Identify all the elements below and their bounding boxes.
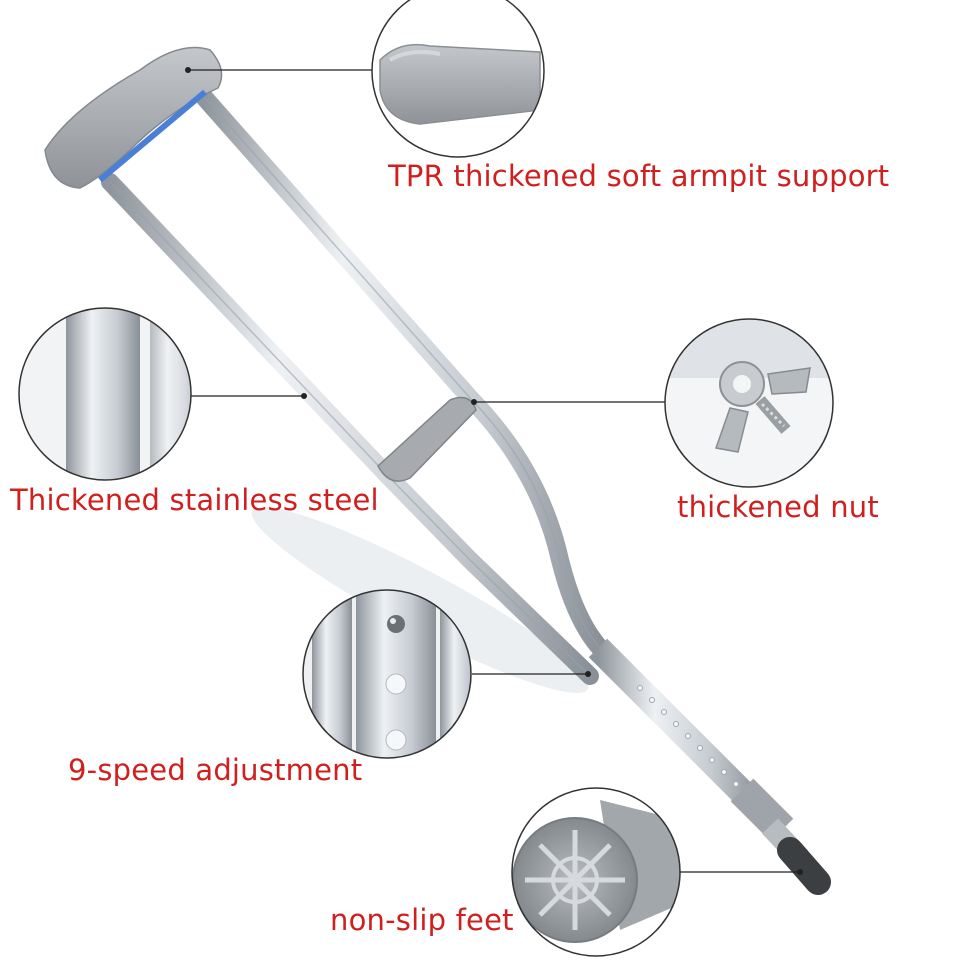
rubber-tip xyxy=(777,837,831,895)
zoom-nut-ring xyxy=(664,318,834,488)
zoom-stainless-steel xyxy=(19,308,191,480)
hand-grip-main xyxy=(377,396,477,482)
zoom-adjust-ring xyxy=(302,589,472,759)
label-thickened-nut: thickened nut xyxy=(677,490,879,524)
leader-lines xyxy=(190,69,800,873)
leader-dots xyxy=(185,67,803,875)
crutch-body xyxy=(44,46,831,895)
zoom-thickened-nut xyxy=(665,319,833,487)
zoom-steel-ring xyxy=(18,307,192,481)
zoom-armpit-support xyxy=(372,0,544,157)
label-non-slip-feet: non-slip feet xyxy=(330,903,514,937)
adjustment-holes xyxy=(637,685,739,787)
zoom-feet-ring xyxy=(511,787,681,957)
label-armpit-support: TPR thickened soft armpit support xyxy=(388,159,890,193)
label-adjustment: 9-speed adjustment xyxy=(68,753,363,787)
label-stainless-steel: Thickened stainless steel xyxy=(10,483,379,517)
extension-tube xyxy=(588,638,770,820)
zoom-non-slip-feet xyxy=(512,788,680,956)
zoom-adjustment xyxy=(303,590,471,758)
zoom-armpit-ring xyxy=(371,0,545,158)
armpit-pad-main xyxy=(44,46,223,189)
